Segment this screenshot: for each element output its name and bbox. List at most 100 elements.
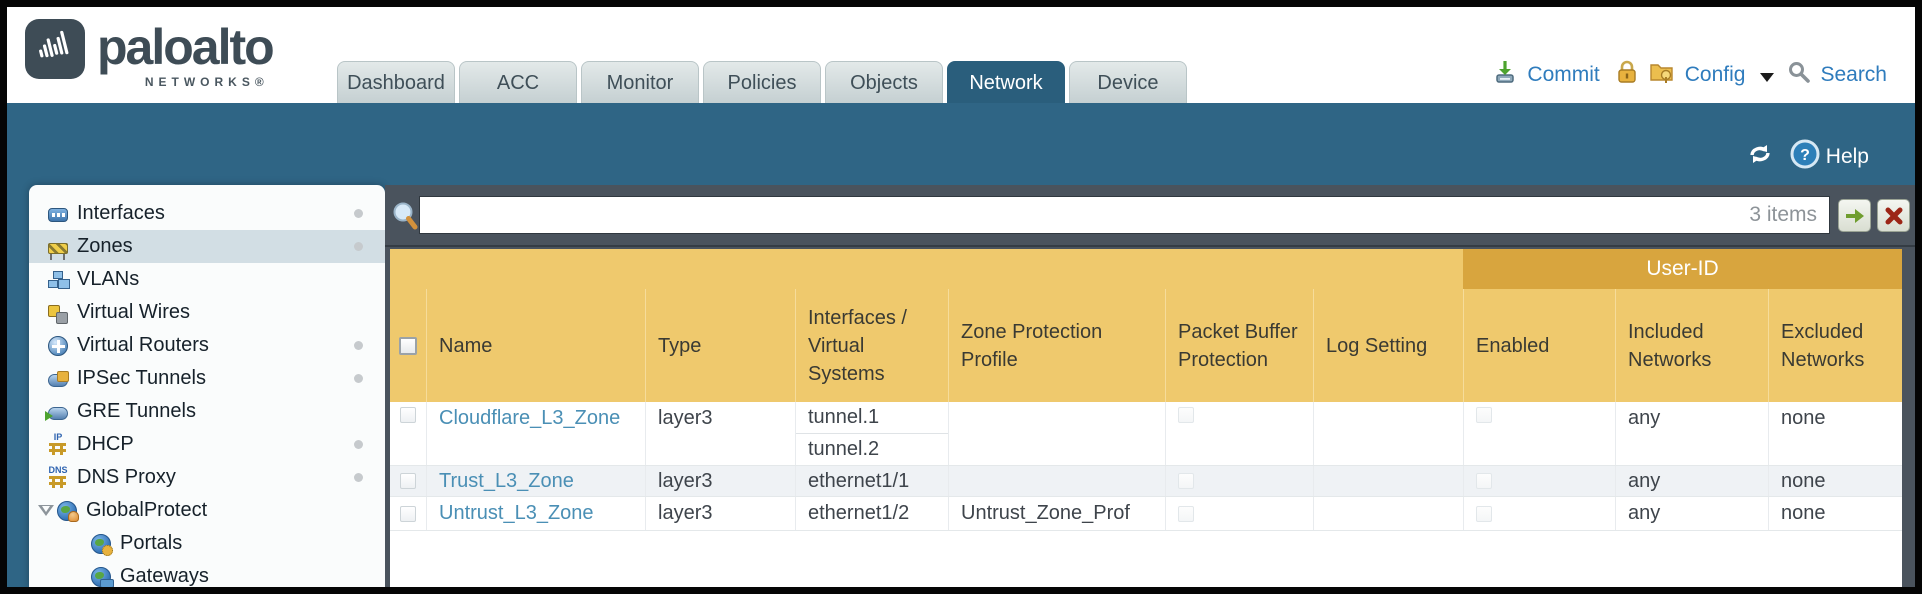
- packet-buffer-protection-checkbox[interactable]: [1178, 505, 1194, 522]
- network-sidebar: Interfaces Zones VLANs Virtual Wires Vir…: [29, 185, 385, 587]
- filter-bar: 3 items: [385, 185, 1915, 247]
- table-row: Untrust_L3_Zone layer3 ethernet1/2 Untru…: [390, 497, 1902, 531]
- log-setting: [1313, 402, 1463, 465]
- tab-dashboard[interactable]: Dashboard: [337, 61, 455, 103]
- row-checkbox[interactable]: [400, 505, 416, 522]
- dhcp-icon: IP: [48, 432, 68, 455]
- sidebar-item-globalprotect[interactable]: GlobalProtect: [29, 494, 385, 527]
- included-networks: any: [1615, 497, 1768, 530]
- sidebar-item-dns-proxy[interactable]: DNS DNS Proxy: [29, 461, 385, 494]
- packet-buffer-protection-checkbox[interactable]: [1178, 473, 1194, 489]
- config-icon: [1648, 59, 1676, 91]
- commit-icon: [1492, 59, 1518, 91]
- user-id-enabled-checkbox[interactable]: [1476, 407, 1492, 423]
- tab-policies[interactable]: Policies: [703, 61, 821, 103]
- sidebar-item-vlans[interactable]: VLANs: [29, 263, 385, 296]
- table-header: User-ID Name Type Interfaces / Virtual S…: [390, 249, 1902, 402]
- excluded-networks: none: [1768, 497, 1902, 530]
- virtual-routers-icon: [48, 335, 68, 356]
- tab-acc[interactable]: ACC: [459, 61, 577, 103]
- interface-entry: tunnel.1: [808, 406, 880, 429]
- sidebar-item-virtual-wires[interactable]: Virtual Wires: [29, 296, 385, 329]
- refresh-icon[interactable]: [1746, 141, 1774, 173]
- filter-input[interactable]: [420, 197, 1829, 233]
- tab-monitor[interactable]: Monitor: [581, 61, 699, 103]
- zone-protection-profile: [948, 466, 1165, 496]
- sidebar-item-virtual-routers[interactable]: Virtual Routers: [29, 329, 385, 362]
- paloalto-logo-icon: [25, 19, 85, 79]
- globalprotect-icon: [57, 500, 79, 522]
- select-all-checkbox[interactable]: [399, 336, 417, 355]
- col-header-included-networks[interactable]: Included Networks: [1615, 289, 1768, 402]
- row-checkbox[interactable]: [400, 473, 416, 489]
- lock-icon[interactable]: [1615, 59, 1639, 91]
- col-header-packet-buffer-protection[interactable]: Packet Buffer Protection: [1165, 289, 1313, 402]
- item-dot: [354, 374, 363, 383]
- tab-objects[interactable]: Objects: [825, 61, 943, 103]
- sidebar-item-portals[interactable]: Portals: [29, 527, 385, 560]
- col-header-enabled[interactable]: Enabled: [1463, 289, 1615, 402]
- tab-network[interactable]: Network: [947, 61, 1065, 103]
- item-dot: [354, 242, 363, 251]
- zone-type: layer3: [645, 466, 795, 496]
- col-header-name[interactable]: Name: [426, 289, 645, 402]
- dns-proxy-icon: DNS: [48, 465, 68, 488]
- item-dot: [354, 209, 363, 218]
- logo-networks-text: NETWORKS®: [144, 75, 269, 89]
- zone-protection-profile: [948, 402, 1165, 465]
- sidebar-item-dhcp[interactable]: IP DHCP: [29, 428, 385, 461]
- content-area: Interfaces Zones VLANs Virtual Wires Vir…: [7, 185, 1915, 587]
- tab-device[interactable]: Device: [1069, 61, 1187, 103]
- sidebar-item-zones[interactable]: Zones: [29, 230, 385, 263]
- expander-icon[interactable]: [37, 504, 54, 518]
- sidebar-item-gateways[interactable]: Gateways: [29, 560, 385, 587]
- included-networks: any: [1615, 466, 1768, 496]
- zone-type: layer3: [645, 497, 795, 530]
- header: paloalto NETWORKS® Dashboard ACC Monitor…: [7, 7, 1915, 103]
- sidebar-item-ipsec-tunnels[interactable]: IPSec Tunnels: [29, 362, 385, 395]
- search-button[interactable]: Search: [1820, 63, 1887, 86]
- user-id-enabled-checkbox[interactable]: [1476, 473, 1492, 489]
- page: paloalto NETWORKS® Dashboard ACC Monitor…: [7, 7, 1915, 587]
- main-panel: 3 items User: [385, 185, 1915, 587]
- config-caret-icon[interactable]: [1760, 72, 1775, 82]
- paloalto-logo: paloalto NETWORKS®: [25, 19, 275, 89]
- gre-tunnels-icon: [45, 406, 68, 421]
- svg-text:?: ?: [1800, 147, 1810, 164]
- col-header-interfaces[interactable]: Interfaces / Virtual Systems: [795, 289, 948, 402]
- help-icon[interactable]: ?: [1790, 139, 1820, 175]
- log-setting: [1313, 497, 1463, 530]
- items-count: 3 items: [1749, 203, 1817, 226]
- clear-filter-button[interactable]: [1877, 199, 1910, 232]
- zone-name-link[interactable]: Cloudflare_L3_Zone: [439, 407, 621, 429]
- col-header-log-setting[interactable]: Log Setting: [1313, 289, 1463, 402]
- excluded-networks: none: [1768, 402, 1902, 465]
- user-id-enabled-checkbox[interactable]: [1476, 505, 1492, 522]
- main-nav-tabs: Dashboard ACC Monitor Policies Objects N…: [337, 61, 1187, 103]
- zone-name-link[interactable]: Untrust_L3_Zone: [439, 502, 594, 524]
- apply-filter-button[interactable]: [1838, 199, 1871, 232]
- zone-protection-profile: Untrust_Zone_Prof: [948, 497, 1165, 530]
- zone-name-link[interactable]: Trust_L3_Zone: [439, 469, 574, 492]
- item-dot: [354, 341, 363, 350]
- packet-buffer-protection-checkbox[interactable]: [1178, 407, 1194, 423]
- row-checkbox[interactable]: [400, 407, 416, 423]
- commit-button[interactable]: Commit: [1527, 63, 1600, 86]
- config-button[interactable]: Config: [1684, 63, 1746, 86]
- filter-search-icon: [392, 201, 418, 236]
- ipsec-tunnels-icon: [48, 370, 69, 387]
- vlans-icon: [48, 270, 68, 290]
- col-header-zone-protection-profile[interactable]: Zone Protection Profile: [948, 289, 1165, 402]
- subheader-band: ? Help: [7, 103, 1915, 185]
- zone-interfaces: tunnel.1 tunnel.2: [795, 402, 948, 465]
- col-header-type[interactable]: Type: [645, 289, 795, 402]
- log-setting: [1313, 466, 1463, 496]
- zones-icon: [48, 243, 68, 260]
- col-header-excluded-networks[interactable]: Excluded Networks: [1768, 289, 1902, 402]
- zone-interfaces: ethernet1/1: [795, 466, 948, 496]
- sidebar-item-gre-tunnels[interactable]: GRE Tunnels: [29, 395, 385, 428]
- sidebar-item-interfaces[interactable]: Interfaces: [29, 197, 385, 230]
- table-row: Cloudflare_L3_Zone layer3 tunnel.1 tunne…: [390, 402, 1902, 466]
- help-button[interactable]: Help: [1825, 145, 1869, 168]
